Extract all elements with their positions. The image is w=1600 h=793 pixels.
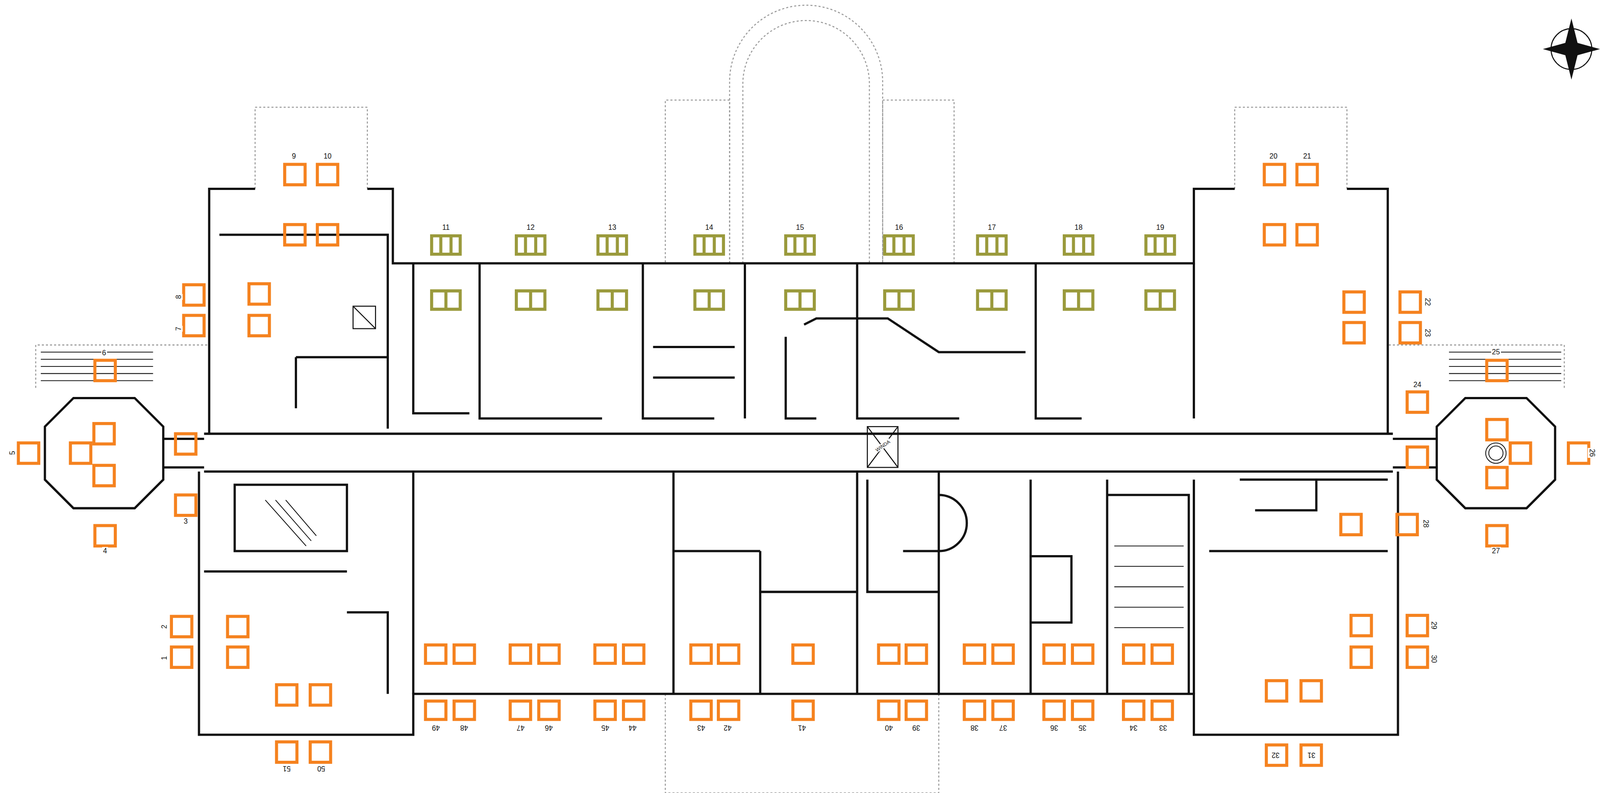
- callout-number: 42: [722, 723, 733, 732]
- callout-number: 29: [1429, 620, 1438, 631]
- callout-number: 2: [160, 623, 169, 630]
- lift-label: WINDA: [873, 438, 892, 454]
- callout-number: 31: [1306, 750, 1317, 760]
- callout-number: 44: [627, 723, 638, 732]
- callout-number: 5: [8, 450, 17, 457]
- window-marker-olive: [431, 235, 1175, 310]
- callout-number: 51: [281, 764, 292, 773]
- callout-number: 49: [431, 723, 441, 732]
- stairs: [40, 352, 1562, 628]
- callout-number: 43: [696, 723, 707, 732]
- callout-number: 10: [322, 152, 333, 161]
- callout-number: 7: [174, 325, 183, 332]
- callout-number: 28: [1421, 518, 1430, 529]
- callout-number: 36: [1049, 723, 1060, 732]
- callout-number: 48: [459, 723, 470, 732]
- callout-number: 38: [969, 723, 980, 732]
- callout-number: 15: [795, 223, 806, 232]
- compass: [1542, 18, 1600, 80]
- callout-number: 35: [1077, 723, 1088, 732]
- callout-number: 14: [704, 223, 715, 232]
- callout-number: 41: [797, 723, 807, 732]
- callout-number: 22: [1423, 297, 1432, 307]
- callout-number: 32: [1270, 750, 1281, 760]
- callout-number: 50: [316, 764, 327, 773]
- lift-symbol: [353, 306, 898, 468]
- callout-number: 6: [101, 349, 108, 358]
- callout-number: 23: [1423, 327, 1432, 338]
- callout-number: 26: [1587, 448, 1596, 458]
- callout-number: 12: [525, 223, 536, 232]
- window-marker: [18, 164, 1589, 766]
- callout-number: 1: [160, 655, 169, 661]
- callout-number: 18: [1073, 223, 1084, 232]
- dashed-outline: [35, 5, 1565, 793]
- callout-number: 40: [884, 723, 894, 732]
- callout-number: 24: [1412, 380, 1423, 389]
- callout-number: 27: [1491, 547, 1501, 556]
- callout-number: 4: [102, 547, 108, 556]
- callout-number: 8: [174, 293, 183, 300]
- callout-number: 37: [998, 723, 1009, 732]
- wall: [44, 189, 1556, 735]
- callout-number: 33: [1158, 723, 1169, 732]
- callout-number: 34: [1128, 723, 1139, 732]
- callout-number: 3: [182, 517, 189, 526]
- callout-number: 47: [515, 723, 526, 732]
- callout-number: 16: [894, 223, 905, 232]
- callout-number: 20: [1268, 152, 1279, 161]
- callout-number: 13: [607, 223, 618, 232]
- callout-number: 25: [1491, 348, 1501, 357]
- callout-number: 21: [1302, 152, 1312, 161]
- callout-number: 45: [600, 723, 611, 732]
- callout-number: 17: [987, 223, 997, 232]
- callout-number: 19: [1155, 223, 1166, 232]
- callout-number: 39: [911, 723, 922, 732]
- callout-number: 9: [290, 152, 297, 161]
- callout-number: 30: [1429, 654, 1438, 665]
- callout-number: 11: [441, 223, 451, 232]
- callout-number: 46: [543, 723, 554, 732]
